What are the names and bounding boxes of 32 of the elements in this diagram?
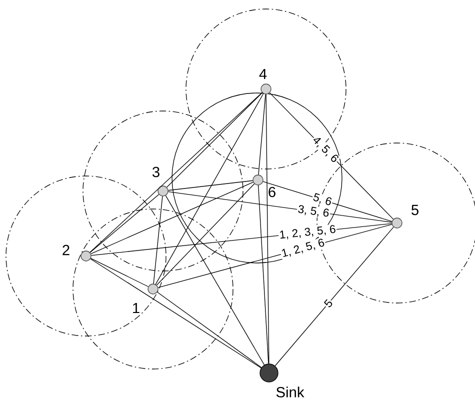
link-line [90, 182, 254, 254]
sensor-node [252, 174, 264, 186]
link-line [165, 195, 265, 366]
node-label: 5 [412, 204, 418, 216]
node-label: 1 [133, 302, 140, 314]
link-line [166, 92, 263, 188]
link-line [90, 258, 149, 287]
link-line [258, 94, 266, 176]
link-line [266, 94, 270, 364]
edge-label: 5 [322, 297, 335, 310]
node-label: 3 [152, 166, 160, 178]
link-line [90, 194, 160, 253]
sensor-node [148, 284, 158, 294]
sink-node [260, 364, 278, 382]
node-label: 6 [268, 186, 276, 198]
sensor-node [80, 250, 92, 262]
link-line [262, 181, 392, 222]
link-line [157, 292, 262, 368]
sensor-node [392, 218, 402, 228]
link-line [168, 180, 254, 191]
link-line [153, 196, 163, 284]
sensor-node [260, 84, 272, 94]
link-line [155, 93, 264, 285]
sensor-node [158, 186, 168, 196]
link-line [274, 226, 394, 366]
link-line [258, 184, 269, 364]
node-label: 4 [259, 68, 267, 80]
node-label: 2 [62, 244, 70, 256]
node-label: Sink [276, 386, 304, 398]
link-line [156, 184, 255, 286]
edge-label: 4, 5, 6 [310, 134, 341, 166]
link-line [90, 258, 262, 368]
